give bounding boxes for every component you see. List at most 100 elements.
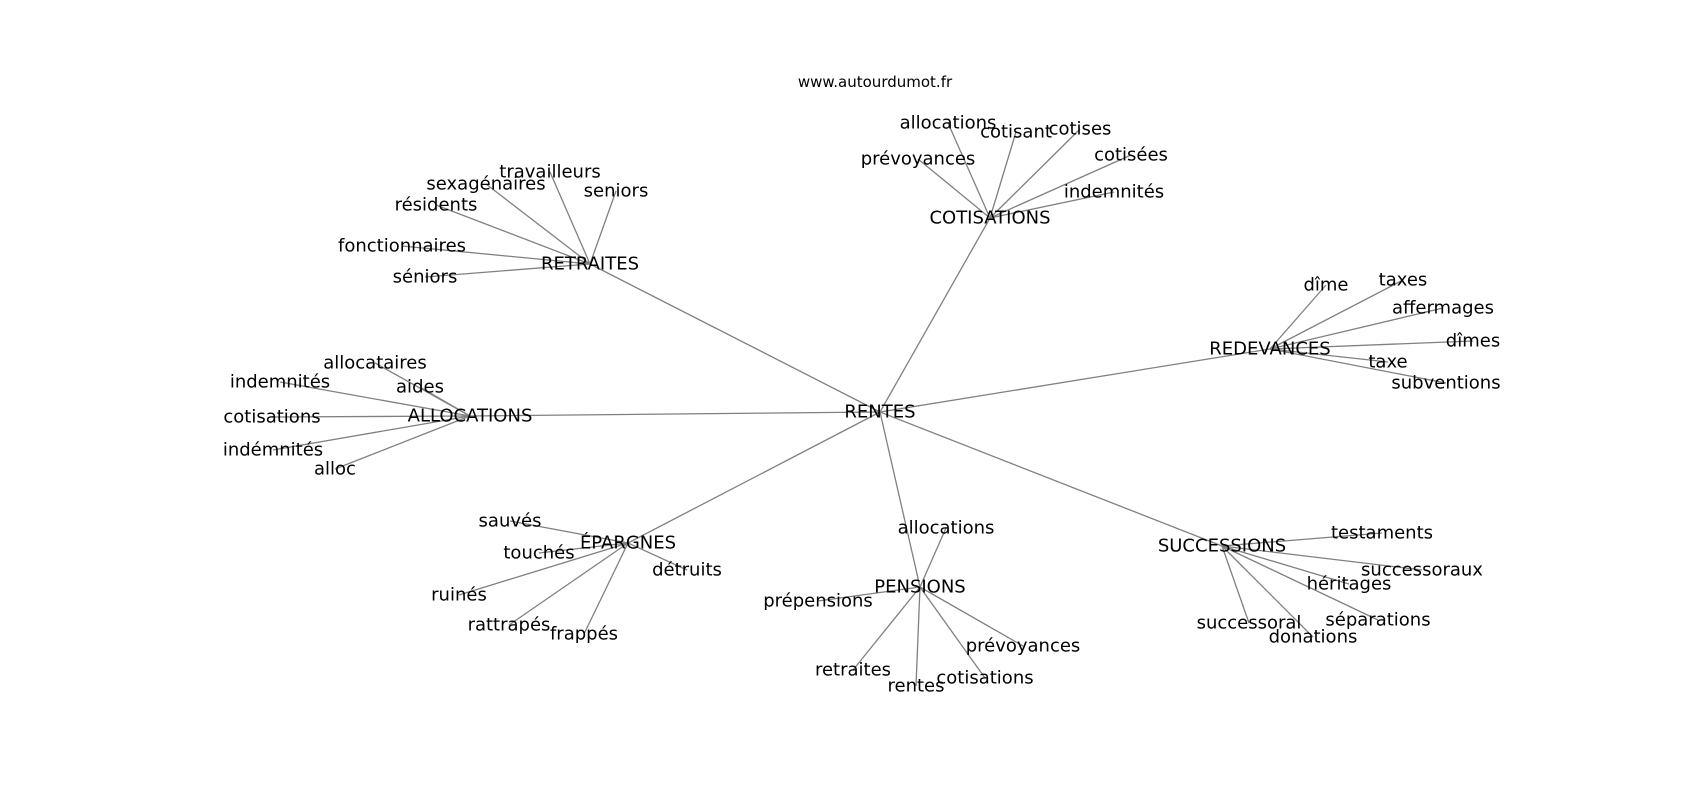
leaf-node-epargnes-touches[interactable]: touchés	[503, 543, 574, 564]
hub-node-epargnes[interactable]: ÉPARGNES	[580, 532, 676, 554]
leaf-node-cotisations-allocations[interactable]: allocations	[900, 113, 997, 134]
edge-epargnes-touches	[538, 542, 629, 554]
hub-node-redevances[interactable]: REDEVANCES	[1209, 339, 1330, 360]
leaf-node-redevances-subventions[interactable]: subventions	[1391, 373, 1500, 394]
edge-cotisations-cotisees	[989, 154, 1132, 219]
edge-center-pensions	[879, 411, 921, 588]
edge-pensions-allocations	[919, 527, 947, 588]
hub-node-retraites[interactable]: RETRAITES	[541, 254, 639, 275]
leaf-node-allocations-indemnites[interactable]: indemnités	[230, 372, 330, 393]
leaf-node-allocations-aides[interactable]: aides	[396, 377, 444, 398]
leaf-node-epargnes-sauves[interactable]: sauvés	[479, 511, 542, 532]
edge-epargnes-sauves	[509, 520, 629, 544]
graph-edges	[271, 122, 1474, 687]
hub-node-pensions[interactable]: PENSIONS	[874, 577, 966, 598]
edge-allocations-indemnites	[279, 381, 471, 417]
edge-retraites-travailleurs	[549, 171, 591, 265]
edge-successions-separations	[1221, 545, 1379, 621]
leaf-node-pensions-allocations[interactable]: allocations	[898, 518, 995, 539]
edge-successions-heritages	[1221, 545, 1350, 585]
leaf-node-epargnes-detruits[interactable]: détruits	[652, 560, 722, 581]
leaf-node-retraites-sexagenaires[interactable]: sexagénaires	[426, 174, 545, 195]
leaf-node-pensions-retraites[interactable]: retraites	[815, 660, 891, 681]
edge-allocations-aides	[419, 386, 471, 417]
edge-redevances-taxe	[1269, 348, 1389, 363]
leaf-node-successions-testaments[interactable]: testaments	[1331, 523, 1433, 544]
edge-center-redevances	[879, 348, 1271, 413]
leaf-node-epargnes-frappes[interactable]: frappés	[550, 624, 618, 645]
edge-center-retraites	[589, 263, 881, 413]
edge-center-epargnes	[627, 411, 881, 544]
edge-cotisations-cotisant	[989, 131, 1017, 219]
leaf-node-cotisations-indemnites[interactable]: indemnités	[1064, 182, 1164, 203]
edge-successions-donations	[1221, 545, 1314, 638]
leaf-node-pensions-prevoyances[interactable]: prévoyances	[966, 636, 1081, 657]
edge-epargnes-rattrapes	[508, 542, 629, 626]
edge-redevances-dimes	[1269, 340, 1474, 350]
edge-redevances-affermages	[1269, 307, 1444, 350]
edge-redevances-dime	[1269, 284, 1327, 350]
edge-allocations-indemnites	[272, 415, 471, 451]
edge-pensions-retraites	[852, 586, 921, 671]
edge-cotisations-allocations	[947, 122, 991, 219]
edge-allocations-alloc	[334, 415, 471, 470]
edge-retraites-seniors	[424, 263, 591, 278]
leaf-node-allocations-alloc[interactable]: alloc	[314, 459, 356, 480]
leaf-node-cotisations-cotisees[interactable]: cotisées	[1094, 145, 1168, 166]
center-node[interactable]: RENTES	[844, 402, 915, 423]
edge-pensions-prevoyances	[919, 586, 1024, 647]
leaf-node-retraites-residents[interactable]: résidents	[395, 195, 478, 216]
leaf-node-successions-successoraux[interactable]: successoraux	[1361, 560, 1483, 581]
edge-cotisations-cotises	[989, 128, 1081, 219]
edge-epargnes-frappes	[583, 542, 629, 635]
leaf-node-pensions-cotisations[interactable]: cotisations	[936, 668, 1033, 689]
graph-labels: www.autourdumot.fr allocationscotisantco…	[223, 73, 1501, 697]
leaf-node-pensions-rentes[interactable]: rentes	[888, 676, 945, 697]
edge-successions-testaments	[1221, 532, 1383, 547]
leaf-node-retraites-seniors[interactable]: séniors	[393, 267, 458, 288]
leaf-node-cotisations-cotises[interactable]: cotises	[1049, 119, 1112, 140]
leaf-node-allocations-allocataires[interactable]: allocataires	[323, 353, 427, 374]
edge-center-allocations	[469, 411, 881, 417]
leaf-node-allocations-indemnites[interactable]: indémnités	[223, 440, 323, 461]
leaf-node-redevances-taxe[interactable]: taxe	[1368, 352, 1407, 373]
edge-pensions-prepensions	[817, 586, 921, 602]
leaf-node-retraites-fonctionnaires[interactable]: fonctionnaires	[338, 236, 466, 257]
edge-retraites-sexagenaires	[485, 183, 591, 265]
edge-cotisations-prevoyances	[917, 158, 991, 219]
hub-node-successions[interactable]: SUCCESSIONS	[1158, 536, 1286, 557]
leaf-node-cotisations-cotisant[interactable]: cotisant	[980, 122, 1052, 143]
edge-center-successions	[879, 411, 1223, 547]
site-label[interactable]: www.autourdumot.fr	[798, 73, 953, 91]
leaf-node-allocations-cotisations[interactable]: cotisations	[223, 407, 320, 428]
edge-epargnes-detruits	[627, 542, 688, 571]
leaf-node-redevances-taxes[interactable]: taxes	[1379, 270, 1428, 291]
edge-successions-successoraux	[1221, 545, 1423, 571]
leaf-node-retraites-travailleurs[interactable]: travailleurs	[499, 162, 600, 183]
edge-allocations-cotisations	[271, 415, 471, 418]
edge-epargnes-ruines	[458, 542, 629, 596]
edge-center-cotisations	[879, 217, 991, 413]
edge-redevances-taxes	[1269, 279, 1404, 350]
edge-retraites-seniors	[589, 190, 617, 265]
edge-cotisations-indemnites	[989, 191, 1115, 219]
edge-retraites-fonctionnaires	[401, 245, 591, 265]
leaf-node-retraites-seniors[interactable]: seniors	[584, 181, 649, 202]
leaf-node-redevances-dimes[interactable]: dîmes	[1446, 331, 1500, 352]
leaf-node-redevances-dime[interactable]: dîme	[1303, 275, 1348, 296]
edge-redevances-subventions	[1269, 348, 1447, 384]
leaf-node-successions-successoral[interactable]: successoral	[1197, 613, 1302, 634]
leaf-node-cotisations-prevoyances[interactable]: prévoyances	[861, 149, 976, 170]
leaf-node-successions-heritages[interactable]: héritages	[1307, 574, 1392, 595]
leaf-node-epargnes-rattrapes[interactable]: rattrapés	[468, 615, 551, 636]
leaf-node-pensions-prepensions[interactable]: prépensions	[763, 591, 873, 612]
edge-pensions-rentes	[915, 586, 921, 687]
hub-node-allocations[interactable]: ALLOCATIONS	[408, 406, 533, 427]
leaf-node-epargnes-ruines[interactable]: ruinés	[431, 585, 487, 606]
leaf-node-successions-donations[interactable]: donations	[1269, 627, 1358, 648]
edge-pensions-cotisations	[919, 586, 986, 679]
hub-node-cotisations[interactable]: COTISATIONS	[929, 208, 1050, 229]
leaf-node-successions-separations[interactable]: séparations	[1325, 610, 1430, 631]
leaf-node-redevances-affermages[interactable]: affermages	[1392, 298, 1494, 319]
